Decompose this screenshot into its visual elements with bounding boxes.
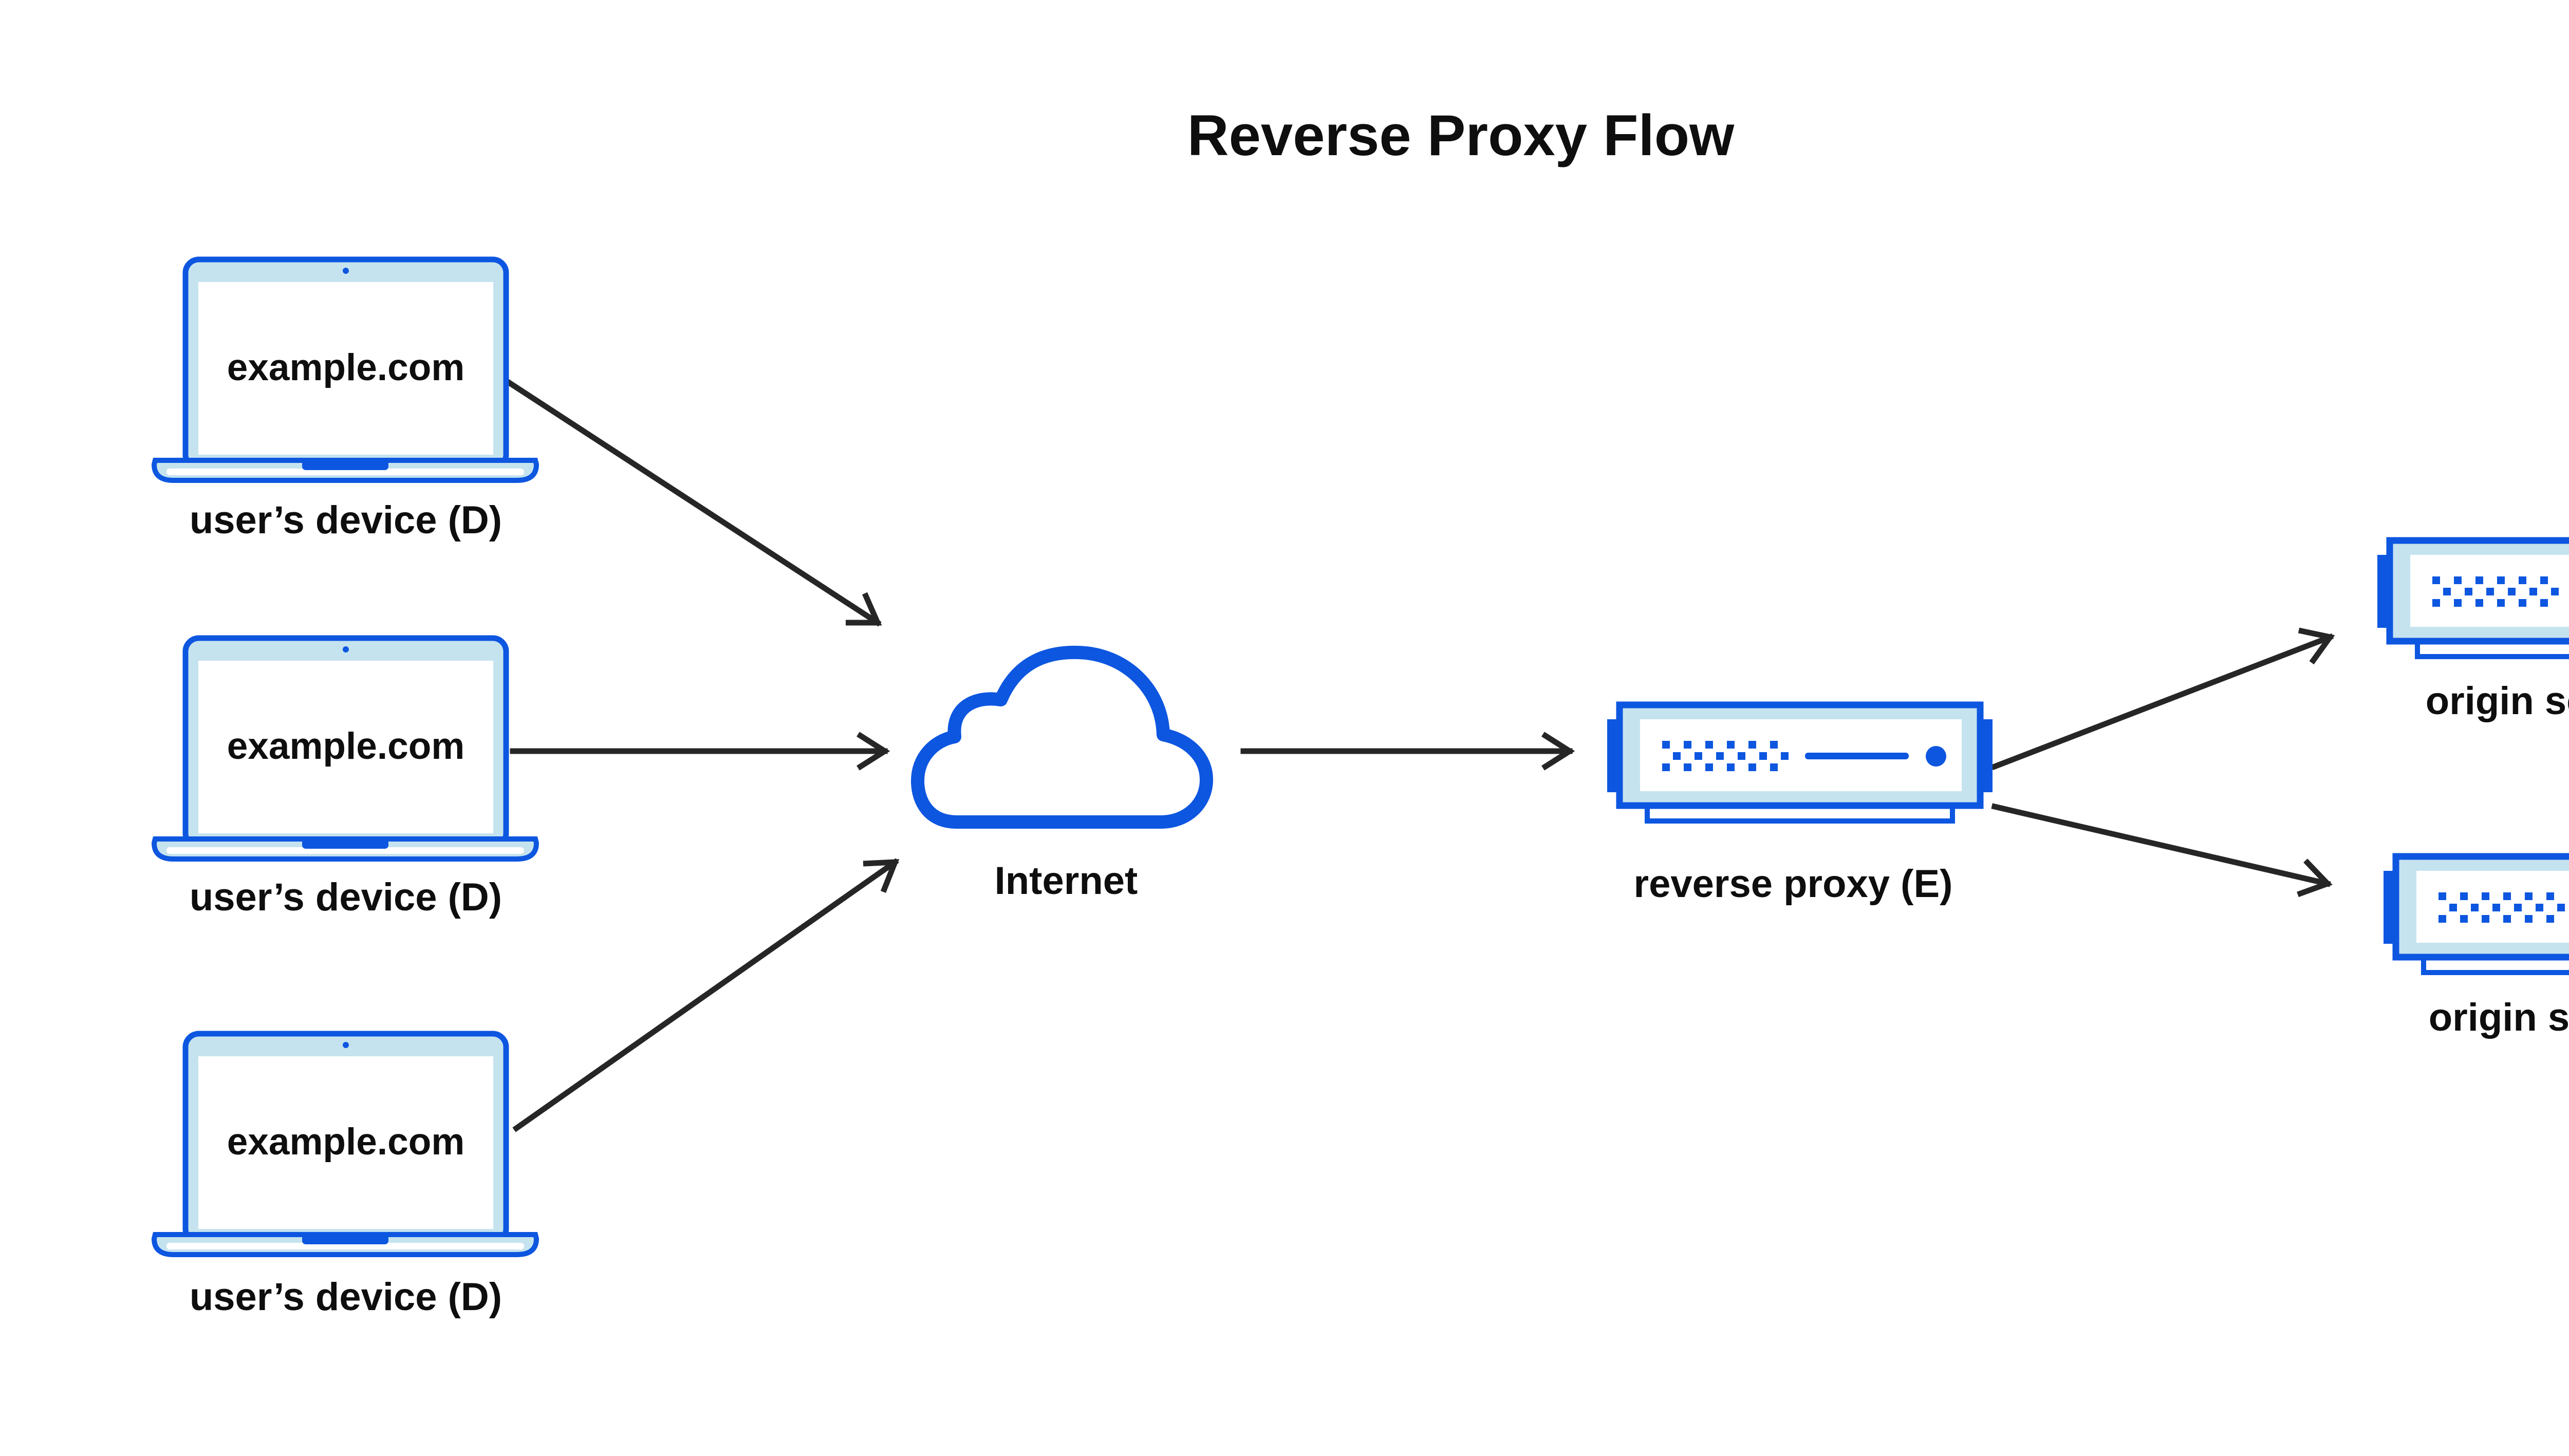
device-screen-text: example.com (227, 347, 465, 388)
device-label: user’s device (D) (190, 875, 502, 919)
arrow-proxy-to-origin2 (1991, 803, 2333, 898)
arrow-proxy-to-origin1 (1990, 627, 2335, 771)
node-user-device-1: example.com user’s device (D) (154, 259, 536, 542)
node-user-device-2: example.com user’s device (D) (154, 638, 536, 919)
node-origin-server-2: origin server (F) (2384, 856, 2569, 1039)
arrow-internet-to-proxy (1240, 732, 1575, 771)
node-internet: Internet (911, 645, 1213, 903)
device-label: user’s device (D) (190, 1275, 502, 1319)
node-reverse-proxy: reverse proxy (E) (1607, 705, 1993, 906)
internet-label: Internet (995, 859, 1138, 903)
cloud-icon (911, 645, 1213, 829)
reverse-proxy-server-icon (1607, 705, 1993, 821)
node-user-device-3: example.com user’s device (D) (154, 1034, 536, 1319)
origin-server-icon (2384, 856, 2569, 973)
origin-server-icon (2377, 540, 2569, 657)
arrow-device1-to-internet (502, 377, 882, 627)
device-screen-text: example.com (227, 725, 465, 767)
arrow-device2-to-internet (510, 732, 890, 771)
node-origin-server-1: origin server (F) (2377, 540, 2569, 723)
arrow-device3-to-internet (512, 858, 900, 1132)
reverse-proxy-label: reverse proxy (E) (1634, 862, 1953, 906)
page-title: Reverse Proxy Flow (1187, 103, 1735, 167)
origin-server-label: origin server (F) (2426, 679, 2569, 723)
origin-server-label: origin server (F) (2429, 996, 2569, 1039)
device-label: user’s device (D) (190, 498, 502, 542)
device-screen-text: example.com (227, 1121, 465, 1163)
